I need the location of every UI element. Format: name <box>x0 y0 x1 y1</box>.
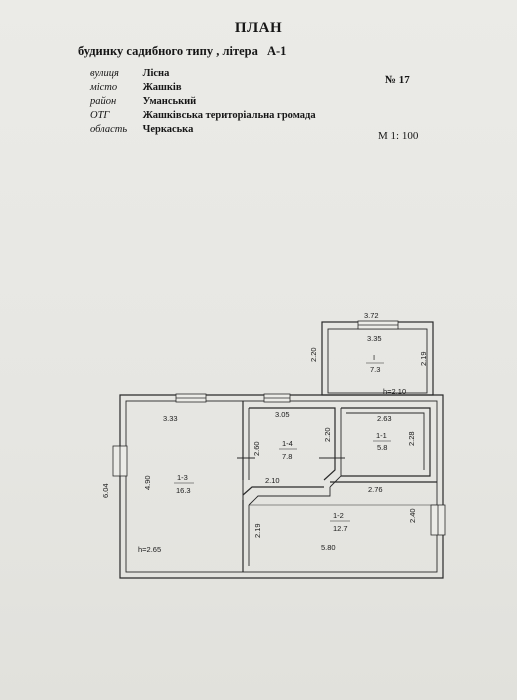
dim-room-i-width: 3.35 <box>367 334 382 343</box>
address-value: Лісна <box>142 68 170 79</box>
dim-r13-height: 4.90 <box>143 475 152 490</box>
room-id: I <box>373 353 375 362</box>
dim-overall-height: 6.04 <box>101 483 110 498</box>
plan-title: ПЛАН <box>234 20 283 36</box>
room-area: 7.3 <box>370 365 380 374</box>
room-id: 1-2 <box>333 511 344 520</box>
dim-bottom-width: 5.80 <box>321 543 336 552</box>
address-value: Уманський <box>142 96 197 107</box>
dim-r12-left: 2.19 <box>253 523 262 538</box>
windows <box>112 320 446 536</box>
room-area: 16.3 <box>176 486 191 495</box>
dim-r11-width: 2.63 <box>377 414 392 423</box>
room-area: 7.8 <box>282 452 292 461</box>
subtitle-text: будинку садибного типу , літера <box>78 44 258 58</box>
room-11 <box>341 407 431 477</box>
room-area: 12.7 <box>333 524 348 533</box>
address-row-community: ОТГ Жашківська територіальна громада <box>90 110 316 121</box>
address-row-street: вулиця Лісна <box>90 68 169 79</box>
walls <box>119 321 444 579</box>
dim-r12-right: 2.40 <box>408 508 417 523</box>
dim-r12-width: 2.76 <box>368 485 383 494</box>
address-label: місто <box>90 82 118 93</box>
hall-edge <box>242 486 324 496</box>
room-label-1-4: 1-4 7.8 <box>279 439 297 461</box>
dim-r14-height: 2.60 <box>252 441 261 456</box>
room-label-1-2: 1-2 12.7 <box>330 511 350 533</box>
address-value: Жашків <box>142 82 182 93</box>
address-row-city: місто Жашків <box>90 82 182 93</box>
doors <box>237 457 345 500</box>
room-11-inner <box>346 412 425 470</box>
room-area: 5.8 <box>377 443 387 452</box>
hall-edge-inner <box>248 487 331 506</box>
address-label: район <box>90 96 117 107</box>
address-value: Жашківська територіальна громада <box>142 110 316 121</box>
address-row-region: область Черкаська <box>90 124 193 135</box>
room-14-right <box>249 407 336 481</box>
room-i-wall <box>321 321 434 396</box>
dim-r13-width: 3.33 <box>163 414 178 423</box>
dim-top-width: 3.72 <box>364 311 379 320</box>
room-id: 1-1 <box>376 431 387 440</box>
plan-scale: М 1: 100 <box>378 130 419 142</box>
address-label: область <box>90 124 128 135</box>
ceiling-ext: h=2.10 <box>383 387 406 396</box>
room-label-i: I 7.3 <box>366 353 384 374</box>
room-id: 1-3 <box>177 473 188 482</box>
room-label-1-1: 1-1 5.8 <box>373 431 391 452</box>
address-value: Черкаська <box>142 124 194 135</box>
dim-r11-height: 2.28 <box>407 431 416 446</box>
dim-room-i-left: 2.20 <box>309 347 318 362</box>
plan-subtitle: будинку садибного типу , літера А-1 <box>78 44 286 59</box>
room-label-1-3: 1-3 16.3 <box>174 473 194 495</box>
ceiling-main: h=2.65 <box>138 545 161 554</box>
litera: А-1 <box>266 44 287 58</box>
room-id: 1-4 <box>282 439 293 448</box>
address-label: вулиця <box>90 68 119 79</box>
dim-r14-right: 2.20 <box>323 427 332 442</box>
address-row-district: район Уманський <box>90 96 196 107</box>
dim-room-i-right: 2.19 <box>419 351 428 366</box>
dim-r14-width: 3.05 <box>275 410 290 419</box>
address-label: ОТГ <box>90 110 110 121</box>
dim-hall-width: 2.10 <box>265 476 280 485</box>
plan-number: № 17 <box>385 74 410 86</box>
